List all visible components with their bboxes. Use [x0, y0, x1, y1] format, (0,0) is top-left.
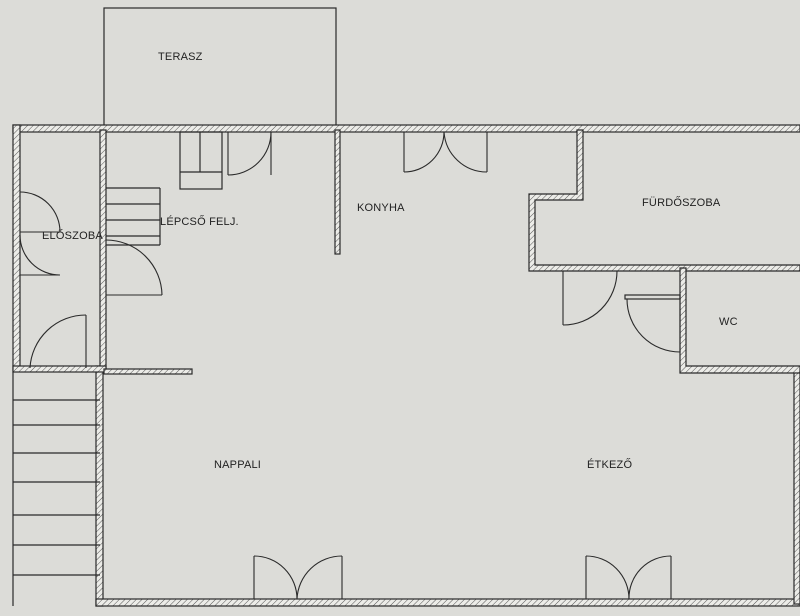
wall-bathroom: [528, 129, 800, 272]
label-konyha: KONYHA: [357, 202, 405, 214]
wall-right-lower: [793, 369, 800, 605]
wall-bottom: [95, 598, 800, 607]
wall-left-living: [95, 365, 104, 607]
wall-wc-door-stub: [624, 294, 681, 300]
door-wc: [626, 298, 681, 353]
label-lepcso: LÉPCSŐ FELJ.: [160, 214, 239, 228]
label-terasz: TERASZ: [158, 51, 203, 63]
wall-stair-ledge: [103, 368, 193, 375]
label-nappali: NAPPALI: [214, 459, 261, 471]
wall-wc: [679, 267, 800, 374]
door-bathroom: [562, 270, 618, 326]
door-dining-bottom: [585, 555, 672, 600]
door-entry-bottom: [29, 314, 87, 369]
room-labels: TERASZ ELŐSZOBA LÉPCSŐ FELJ. KONYHA FÜRD…: [42, 51, 738, 471]
wall-left-entry: [12, 124, 21, 372]
label-etkezo: ÉTKEZŐ: [587, 457, 632, 471]
door-stair-side: [105, 239, 163, 296]
stair-top-small: [179, 131, 223, 190]
interior-walls: [12, 129, 800, 375]
wall-kitchen: [334, 129, 341, 255]
door-entry-side: [19, 191, 61, 276]
label-furdoszoba: FÜRDŐSZOBA: [642, 195, 721, 209]
label-wc: WC: [719, 316, 738, 328]
label-eloszoba: ELŐSZOBA: [42, 228, 103, 242]
wall-entry-bottom: [12, 365, 107, 373]
door-kitchen-top: [403, 131, 488, 173]
wall-top: [12, 124, 800, 133]
wall-entry-stair: [99, 129, 107, 372]
door-top-stair: [227, 131, 272, 176]
door-living-bottom: [253, 555, 343, 600]
entrance-steps: [12, 372, 100, 606]
stair-up: [106, 187, 161, 246]
doors: [19, 131, 681, 600]
